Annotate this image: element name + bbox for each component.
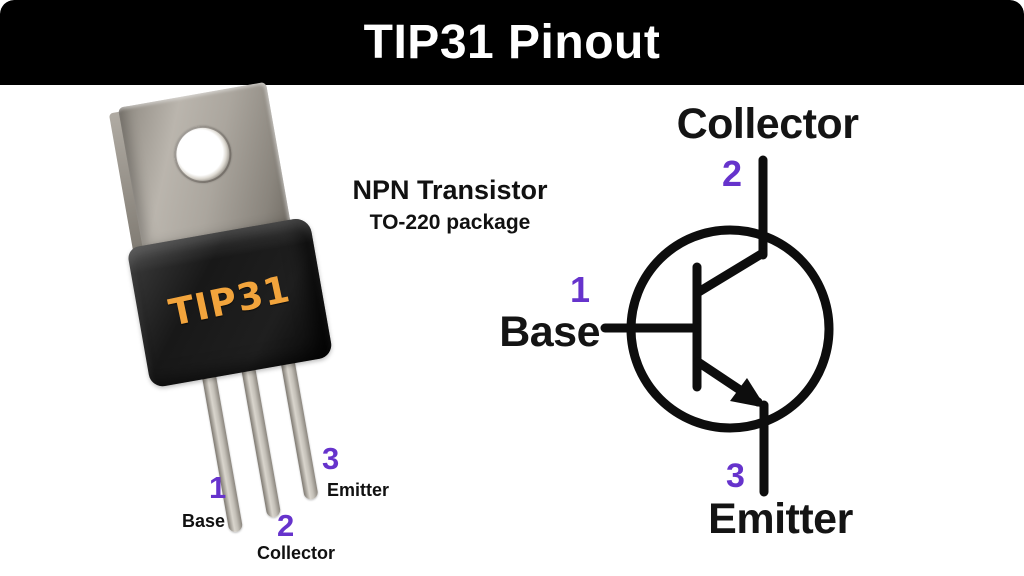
transistor-photo: TIP31 xyxy=(90,78,365,556)
chip-marking: TIP31 xyxy=(165,267,295,335)
photo-pin2-label: Collector xyxy=(257,543,336,563)
schematic-base-label: Base xyxy=(499,308,600,356)
device-type-text: NPN Transistor xyxy=(352,175,548,205)
photo-pin2-number: 2 xyxy=(277,508,295,543)
photo-pin3-number: 3 xyxy=(322,441,340,476)
package-type-text: TO-220 package xyxy=(369,211,531,234)
transistor-body: TIP31 xyxy=(126,216,334,389)
collector-diagonal-line xyxy=(692,248,768,298)
emitter-arrowhead xyxy=(730,378,766,408)
transistor-leg-collector xyxy=(241,366,282,519)
header-bar: TIP31 Pinout xyxy=(0,0,1024,85)
page-title: TIP31 Pinout xyxy=(363,16,661,69)
schematic-emitter-number: 3 xyxy=(726,457,745,495)
photo-pin1-label: Base xyxy=(182,511,226,531)
schematic-base-number: 1 xyxy=(570,269,591,310)
photo-pin3-label: Emitter xyxy=(327,480,390,500)
schematic-emitter-label: Emitter xyxy=(708,495,853,543)
schematic-collector-number: 2 xyxy=(722,153,743,194)
npn-transistor-symbol xyxy=(600,155,834,497)
schematic-collector-label: Collector xyxy=(676,100,859,148)
transistor-leg-base xyxy=(201,373,244,534)
mounting-hole xyxy=(169,121,236,188)
transistor-leg-emitter xyxy=(280,359,319,501)
photo-pin1-number: 1 xyxy=(209,470,227,505)
